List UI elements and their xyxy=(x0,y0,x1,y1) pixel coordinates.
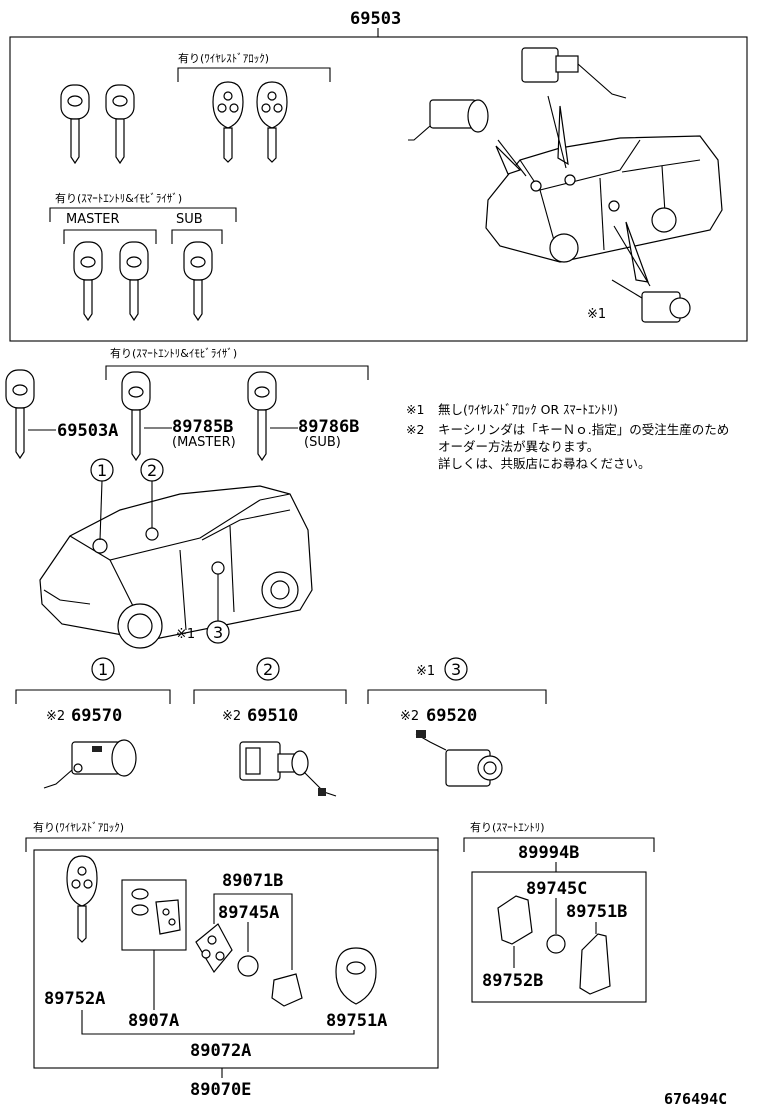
group-1-callout: 1 xyxy=(98,660,108,679)
back-door-cylinder-icon xyxy=(611,279,691,323)
group-2-circle xyxy=(256,657,280,681)
wireless-total: 89070E xyxy=(190,1080,251,1100)
key-89786b-sub: (SUB) xyxy=(304,435,341,450)
group-2-number: 69510 xyxy=(247,706,298,726)
part-89752a: 89752A xyxy=(44,989,105,1009)
remote-key-icon xyxy=(256,81,288,163)
group-3-circle xyxy=(444,657,468,681)
remote-head-89751a-icon xyxy=(335,947,377,1005)
sub-label: SUB xyxy=(176,212,203,227)
part-8907a: 8907A xyxy=(128,1011,179,1031)
key-89786b: 89786B xyxy=(298,417,359,437)
smart-key-shell-icon xyxy=(497,895,533,945)
smart-key-cover-icon xyxy=(579,933,611,995)
callout-2: 2 xyxy=(147,461,157,480)
key-69503a: 69503A xyxy=(57,421,118,441)
master-label: MASTER xyxy=(66,212,120,227)
note-2-mark: ※2 xyxy=(406,422,424,437)
part-89751a: 89751A xyxy=(326,1011,387,1031)
top-box-number: 69503 xyxy=(350,9,401,29)
remote-key-icon xyxy=(212,81,244,163)
part-89745a: 89745A xyxy=(218,903,279,923)
group-1-mark: ※2 xyxy=(46,709,65,724)
figure-id: 676494C xyxy=(664,1090,727,1108)
part-89752b: 89752B xyxy=(482,971,543,991)
group-2-mark: ※2 xyxy=(222,709,241,724)
callout-1: 1 xyxy=(97,461,107,480)
transmitter-case-icon xyxy=(131,888,181,935)
key-69503a-icon xyxy=(5,369,35,460)
top-smart-label: 有り(ｽﾏｰﾄｴﾝﾄﾘ&ｲﾓﾋﾞﾗｲｻﾞ) xyxy=(55,191,182,205)
smart-box-frame xyxy=(471,871,647,1003)
ignition-cylinder-69510-icon xyxy=(239,741,337,797)
ignition-switch-icon xyxy=(521,47,627,99)
door-cylinder-69570-icon xyxy=(43,739,137,789)
note-2-line2: オーダー方法が異なります。 xyxy=(438,439,599,454)
car-illustration-main xyxy=(39,485,313,649)
battery-89745a-icon xyxy=(237,955,259,977)
key-89785b: 89785B xyxy=(172,417,233,437)
group-1-circle xyxy=(91,657,115,681)
door-lock-cylinder-icon xyxy=(408,99,489,141)
wireless-label: 有り(ﾜｲﾔﾚｽﾄﾞｱﾛｯｸ) xyxy=(33,820,124,834)
key-89785b-icon xyxy=(121,371,151,462)
group-1-number: 69570 xyxy=(71,706,122,726)
callout-3: 3 xyxy=(213,623,223,642)
part-89071b: 89071B xyxy=(222,871,283,891)
notes: ※1 無し(ﾜｲﾔﾚｽﾄﾞｱﾛｯｸ OR ｽﾏｰﾄｴﾝﾄﾘ) ※2 キーシリンダ… xyxy=(406,402,729,471)
plain-key-icon xyxy=(105,84,135,165)
plain-key-icon xyxy=(60,84,90,165)
note-2-line3: 詳しくは、共販店にお尋ねください。 xyxy=(438,456,651,471)
note-1-mark: ※1 xyxy=(406,402,424,417)
part-89751b: 89751B xyxy=(566,902,627,922)
smart-box-number: 89994B xyxy=(518,843,579,863)
note-2-text: キーシリンダは「キーＮｏ.指定」の受注生産のため xyxy=(438,422,729,437)
part-89745c: 89745C xyxy=(526,879,587,899)
top-note-mark: ※1 xyxy=(587,307,606,322)
wireless-box-frame xyxy=(33,849,439,1069)
keys-smart-label: 有り(ｽﾏｰﾄｴﾝﾄﾘ&ｲﾓﾋﾞﾗｲｻﾞ) xyxy=(110,346,237,360)
smart-label: 有り(ｽﾏｰﾄｴﾝﾄﾘ) xyxy=(470,820,545,834)
smart-key-icon xyxy=(183,241,213,322)
part-89072a: 89072A xyxy=(190,1041,251,1061)
car-illustration-small xyxy=(485,95,723,287)
group-2-callout: 2 xyxy=(263,660,273,679)
battery-89745c-icon xyxy=(546,934,566,954)
key-89785b-sub: (MASTER) xyxy=(172,435,236,450)
remote-key-89752a-icon xyxy=(66,855,98,943)
group-3-callout: 3 xyxy=(451,660,461,679)
transmitter-board-icon xyxy=(195,923,233,974)
cover-89751a-icon xyxy=(271,973,303,1007)
smart-key-icon xyxy=(119,241,149,322)
top-wireless-label: 有り(ﾜｲﾔﾚｽﾄﾞｱﾛｯｸ) xyxy=(178,51,269,65)
callout-3-prefix: ※1 xyxy=(176,627,195,642)
top-box-frame xyxy=(9,36,748,342)
smart-key-icon xyxy=(73,241,103,322)
back-door-cylinder-69520-icon xyxy=(415,730,503,787)
key-89786b-icon xyxy=(247,371,277,462)
note-1-text: 無し(ﾜｲﾔﾚｽﾄﾞｱﾛｯｸ OR ｽﾏｰﾄｴﾝﾄﾘ) xyxy=(438,402,618,417)
group-3-number: 69520 xyxy=(426,706,477,726)
group-3-mark: ※2 xyxy=(400,709,419,724)
group-3-prefix: ※1 xyxy=(416,664,435,679)
